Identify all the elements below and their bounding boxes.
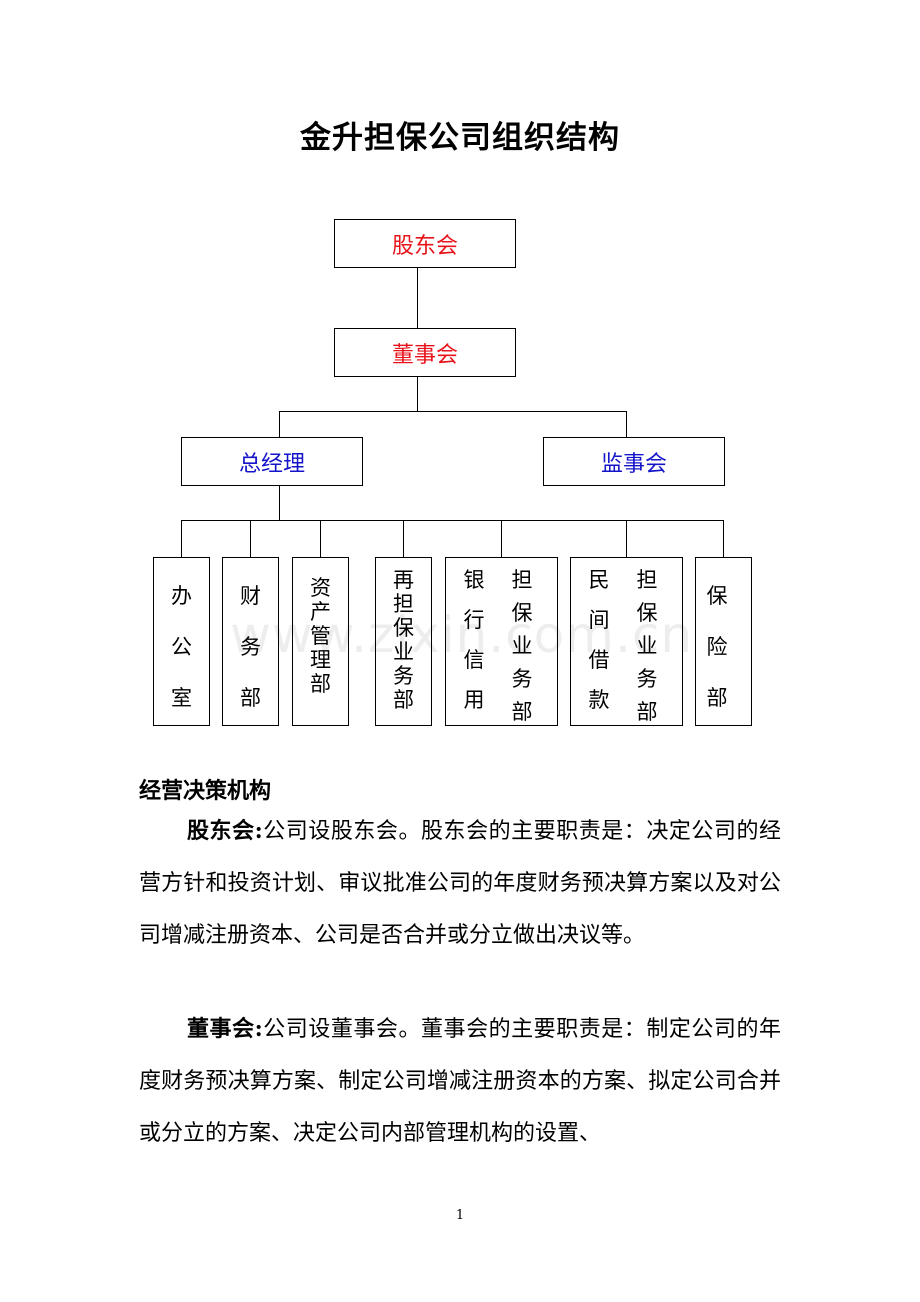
connector-line (279, 411, 280, 437)
connector-line (501, 520, 502, 557)
dept-char: 行 (463, 608, 485, 632)
dept-char: 部 (511, 700, 533, 724)
watermark: www.zixin.com.cn (230, 606, 694, 664)
dept-char: 担 (393, 592, 414, 616)
connector-line (181, 520, 182, 557)
dept-char: 产 (310, 600, 331, 624)
dept-insurance-box: 保 险 部 (695, 557, 752, 726)
dept-bank-credit-guarantee-box: 银 行 信 用 担 保 业 务 部 (445, 557, 558, 726)
dept-char: 款 (588, 688, 610, 712)
dept-char: 办 (171, 584, 192, 608)
dept-char: 部 (706, 686, 728, 710)
paragraph-label: 董事会: (187, 1016, 263, 1042)
dept-asset-management-box: 资 产 管 理 部 (292, 557, 349, 726)
connector-line (626, 411, 627, 437)
dept-char: 业 (511, 634, 533, 658)
dept-char: 银 (463, 568, 485, 592)
connector-line (403, 520, 404, 557)
dept-char: 部 (310, 672, 331, 696)
dept-char: 信 (463, 648, 485, 672)
connector-line (279, 411, 627, 412)
connector-line (417, 268, 418, 328)
paragraph-text: 公司设股东会。股东会的主要职责是：决定公司的经营方针和投资计划、审议批准公司的年… (139, 819, 781, 948)
dept-reguarantee-box: 再 担 保 业 务 部 (375, 557, 432, 726)
connector-line (320, 520, 321, 557)
dept-char: 保 (636, 601, 658, 625)
dept-char: 担 (636, 568, 658, 592)
dept-char: 业 (393, 640, 414, 664)
supervisors-box: 监事会 (543, 437, 725, 486)
shareholders-box: 股东会 (334, 219, 516, 268)
connector-line (626, 520, 627, 557)
dept-char: 部 (240, 686, 261, 710)
dept-char: 再 (393, 568, 414, 592)
dept-char: 资 (310, 576, 331, 600)
dept-char: 险 (706, 635, 728, 659)
document-title: 金升担保公司组织结构 (300, 120, 620, 156)
dept-char: 务 (393, 664, 414, 688)
paragraph-board: 董事会:公司设董事会。董事会的主要职责是：制定公司的年度财务预决算方案、制定公司… (139, 1003, 781, 1160)
general-manager-box: 总经理 (181, 437, 363, 486)
paragraph-label: 股东会: (187, 818, 263, 844)
dept-char: 理 (310, 648, 331, 672)
connector-line (279, 485, 280, 521)
dept-char: 务 (636, 667, 658, 691)
dept-char: 间 (588, 608, 610, 632)
dept-char: 用 (463, 688, 485, 712)
dept-char: 室 (171, 686, 192, 710)
dept-char: 公 (171, 635, 192, 659)
section-heading: 经营决策机构 (139, 778, 272, 804)
paragraph-shareholders: 股东会:公司设股东会。股东会的主要职责是：决定公司的经营方针和投资计划、审议批准… (139, 805, 781, 962)
dept-office-box: 办 公 室 (153, 557, 210, 726)
connector-line (250, 520, 251, 557)
dept-char: 担 (511, 568, 533, 592)
dept-char: 务 (511, 667, 533, 691)
dept-char: 保 (511, 601, 533, 625)
dept-char: 部 (393, 688, 414, 712)
dept-char: 民 (588, 568, 610, 592)
dept-char: 务 (240, 635, 261, 659)
connector-line (417, 376, 418, 412)
dept-char: 借 (588, 648, 610, 672)
dept-char: 保 (393, 616, 414, 640)
connector-line (723, 520, 724, 557)
dept-char: 业 (636, 634, 658, 658)
dept-char: 管 (310, 624, 331, 648)
dept-private-loan-guarantee-box: 民 间 借 款 担 保 业 务 部 (570, 557, 683, 726)
dept-finance-box: 财 务 部 (222, 557, 279, 726)
paragraph-text: 公司设董事会。董事会的主要职责是：制定公司的年度财务预决算方案、制定公司增减注册… (139, 1017, 781, 1146)
dept-char: 保 (706, 584, 728, 608)
page-number: 1 (455, 1208, 465, 1223)
dept-char: 财 (240, 584, 261, 608)
connector-line (181, 520, 724, 521)
board-box: 董事会 (334, 328, 516, 377)
dept-char: 部 (636, 700, 658, 724)
